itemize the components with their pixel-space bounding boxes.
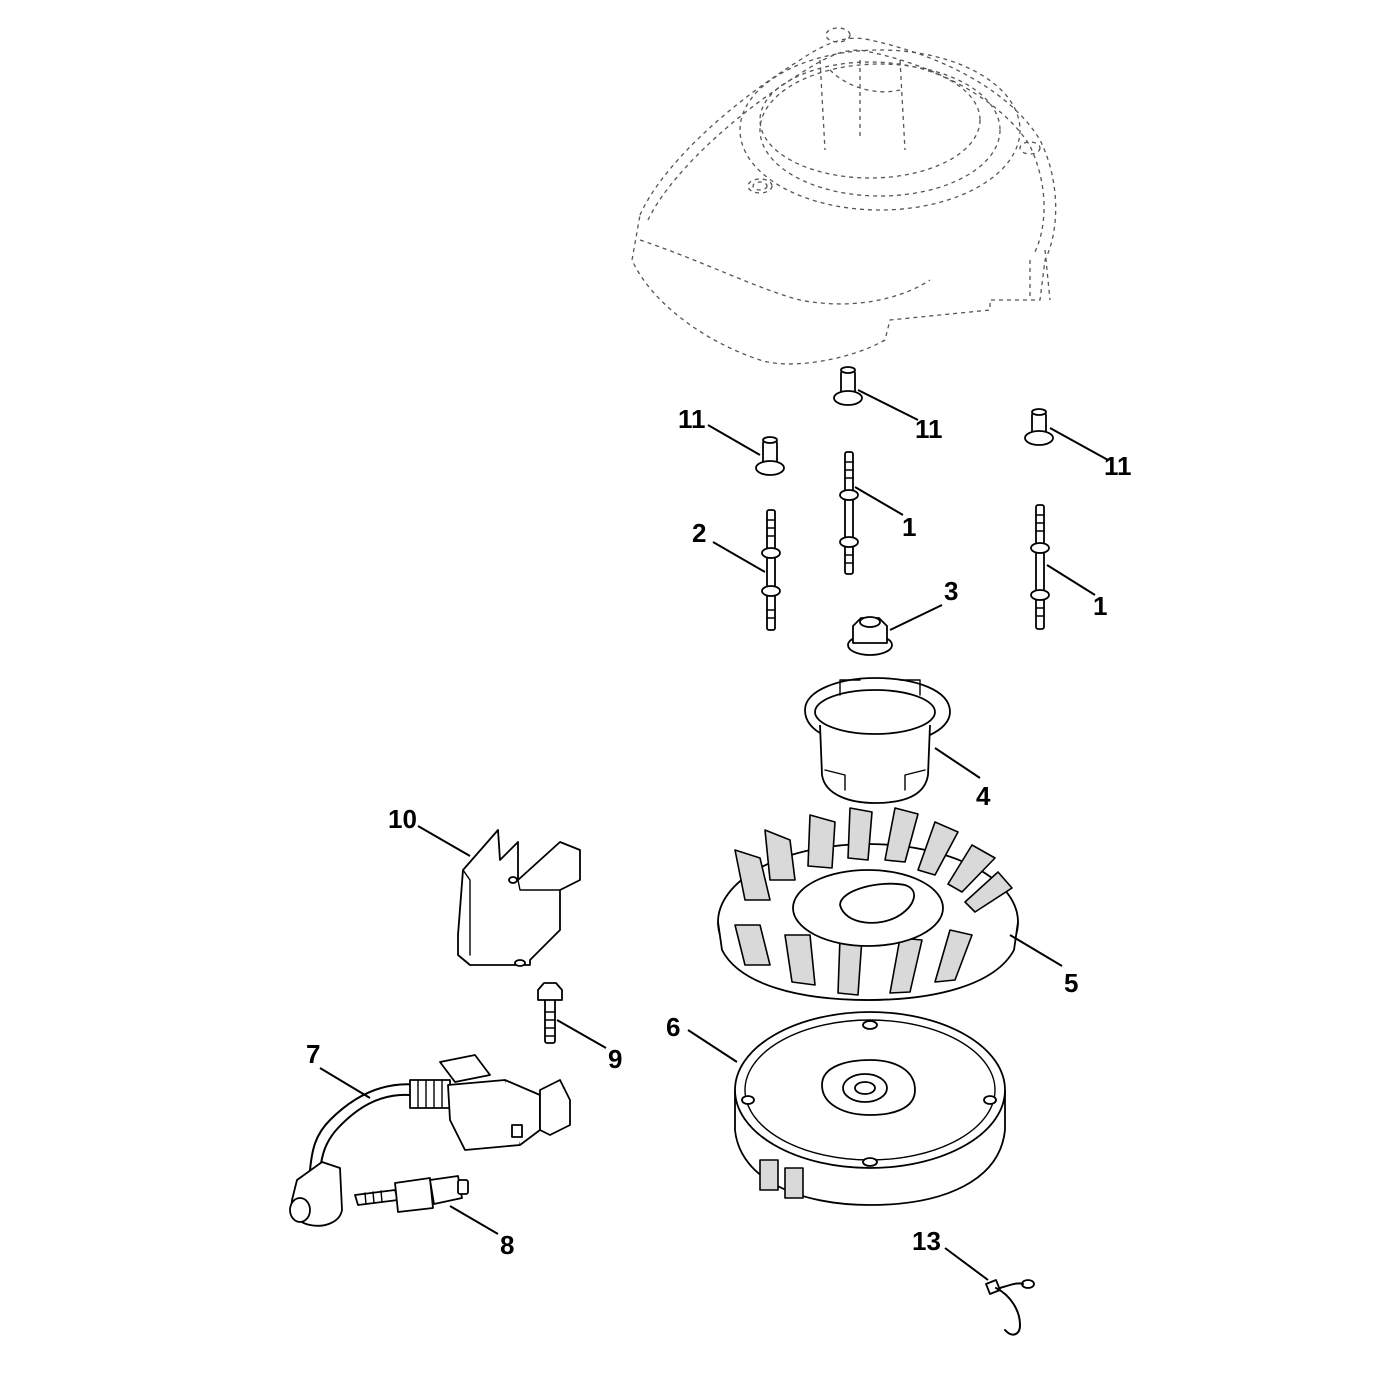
fan-blades [734,807,1013,996]
flywheel-rotor-6 [734,1011,1006,1206]
ground-wire-13 [985,1279,1035,1336]
callout-4: 4 [976,781,991,811]
heat-shield-bracket-10 [457,829,581,967]
callout-7: 7 [306,1039,320,1069]
bolt-9 [537,982,563,1044]
callout-11-left: 11 [678,404,706,434]
callout-10: 10 [388,804,417,834]
spark-plug-8 [354,1175,469,1213]
callout-2: 2 [692,518,706,548]
callout-labels: 11 11 11 1 1 2 3 4 5 6 7 8 9 10 13 [306,404,1132,1260]
blower-housing-phantom [631,27,1057,365]
callout-5: 5 [1064,968,1078,998]
ignition-coil-7 [289,1054,571,1227]
callout-6: 6 [666,1012,680,1042]
starter-cup-4 [804,677,951,804]
stud-2 [761,509,781,631]
stud-1-right [1030,504,1050,630]
callout-8: 8 [500,1230,514,1260]
callout-3: 3 [944,576,958,606]
callout-11-center: 11 [915,414,943,444]
callout-1-center: 1 [902,512,916,542]
callout-13: 13 [912,1226,941,1256]
flywheel-nut-3 [847,616,893,656]
spacer-11-right [1024,408,1054,446]
callout-11-right: 11 [1104,451,1132,481]
stud-1-center [839,451,859,575]
leader-lines [319,389,1109,1281]
spacer-11-left [755,436,785,476]
spacer-11-center [833,366,863,406]
callout-1-right: 1 [1093,591,1107,621]
callout-9: 9 [608,1044,622,1074]
flywheel-fan-5 [717,807,1019,1001]
